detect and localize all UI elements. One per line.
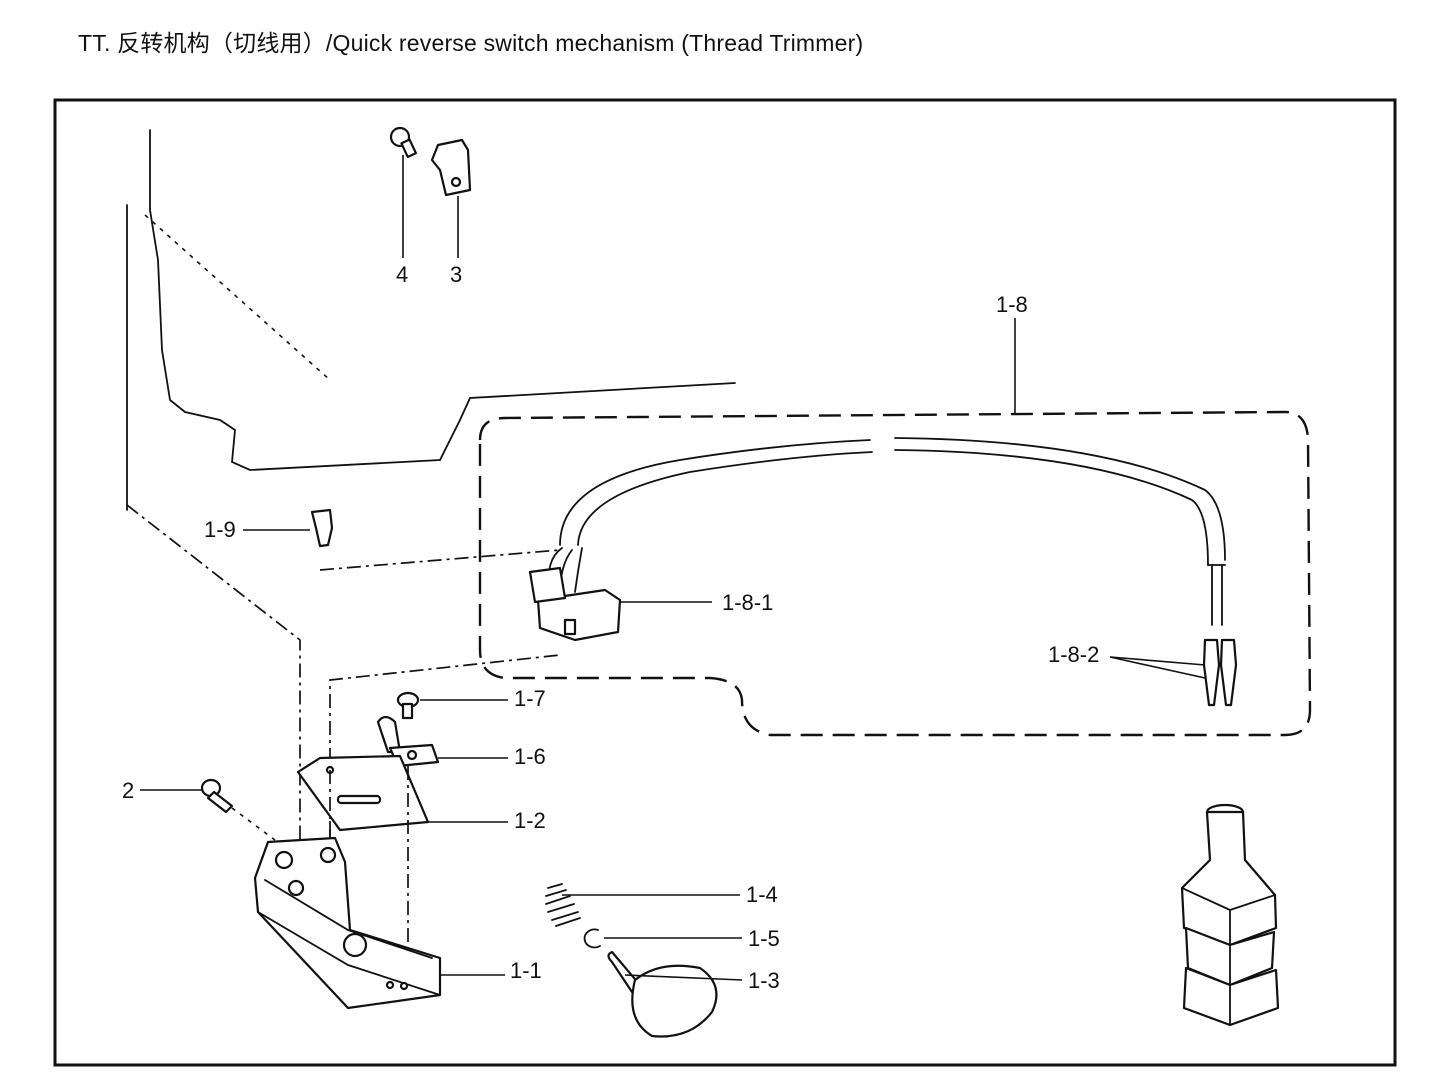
label-4: 4 <box>396 262 408 287</box>
label-1-3: 1-3 <box>748 968 780 993</box>
part-1-8-1-switch <box>528 547 712 642</box>
label-1-8: 1-8 <box>996 292 1028 317</box>
label-1-1: 1-1 <box>510 958 542 983</box>
label-2: 2 <box>122 778 134 803</box>
label-1-4: 1-4 <box>746 882 778 907</box>
part-1-5-ring <box>583 928 742 949</box>
part-1-8-2-terminals <box>1109 638 1238 707</box>
part-3-bracket <box>430 138 472 258</box>
diagram-frame <box>53 98 1397 1067</box>
part-1-9-screw <box>243 508 334 548</box>
label-1-9: 1-9 <box>204 517 236 542</box>
part-1-3-button <box>607 950 743 1038</box>
part-1-8-cable <box>559 437 1226 626</box>
part-4-screw <box>389 126 418 258</box>
part-1-4-spring <box>545 883 740 927</box>
oil-bottle <box>1180 803 1280 1027</box>
page-title: TT. 反转机构（切线用）/Quick reverse switch mecha… <box>78 30 864 56</box>
group-1-8-boundary <box>478 318 1312 737</box>
label-1-8-1: 1-8-1 <box>722 590 773 615</box>
label-1-8-2: 1-8-2 <box>1048 642 1099 667</box>
part-1-7-screw <box>396 691 508 720</box>
label-1-5: 1-5 <box>748 926 780 951</box>
label-1-7: 1-7 <box>514 686 546 711</box>
part-2-screw <box>140 778 234 814</box>
label-1-6: 1-6 <box>514 744 546 769</box>
part-1-1-base <box>253 836 505 1010</box>
label-3: 3 <box>450 262 462 287</box>
label-1-2: 1-2 <box>514 808 546 833</box>
